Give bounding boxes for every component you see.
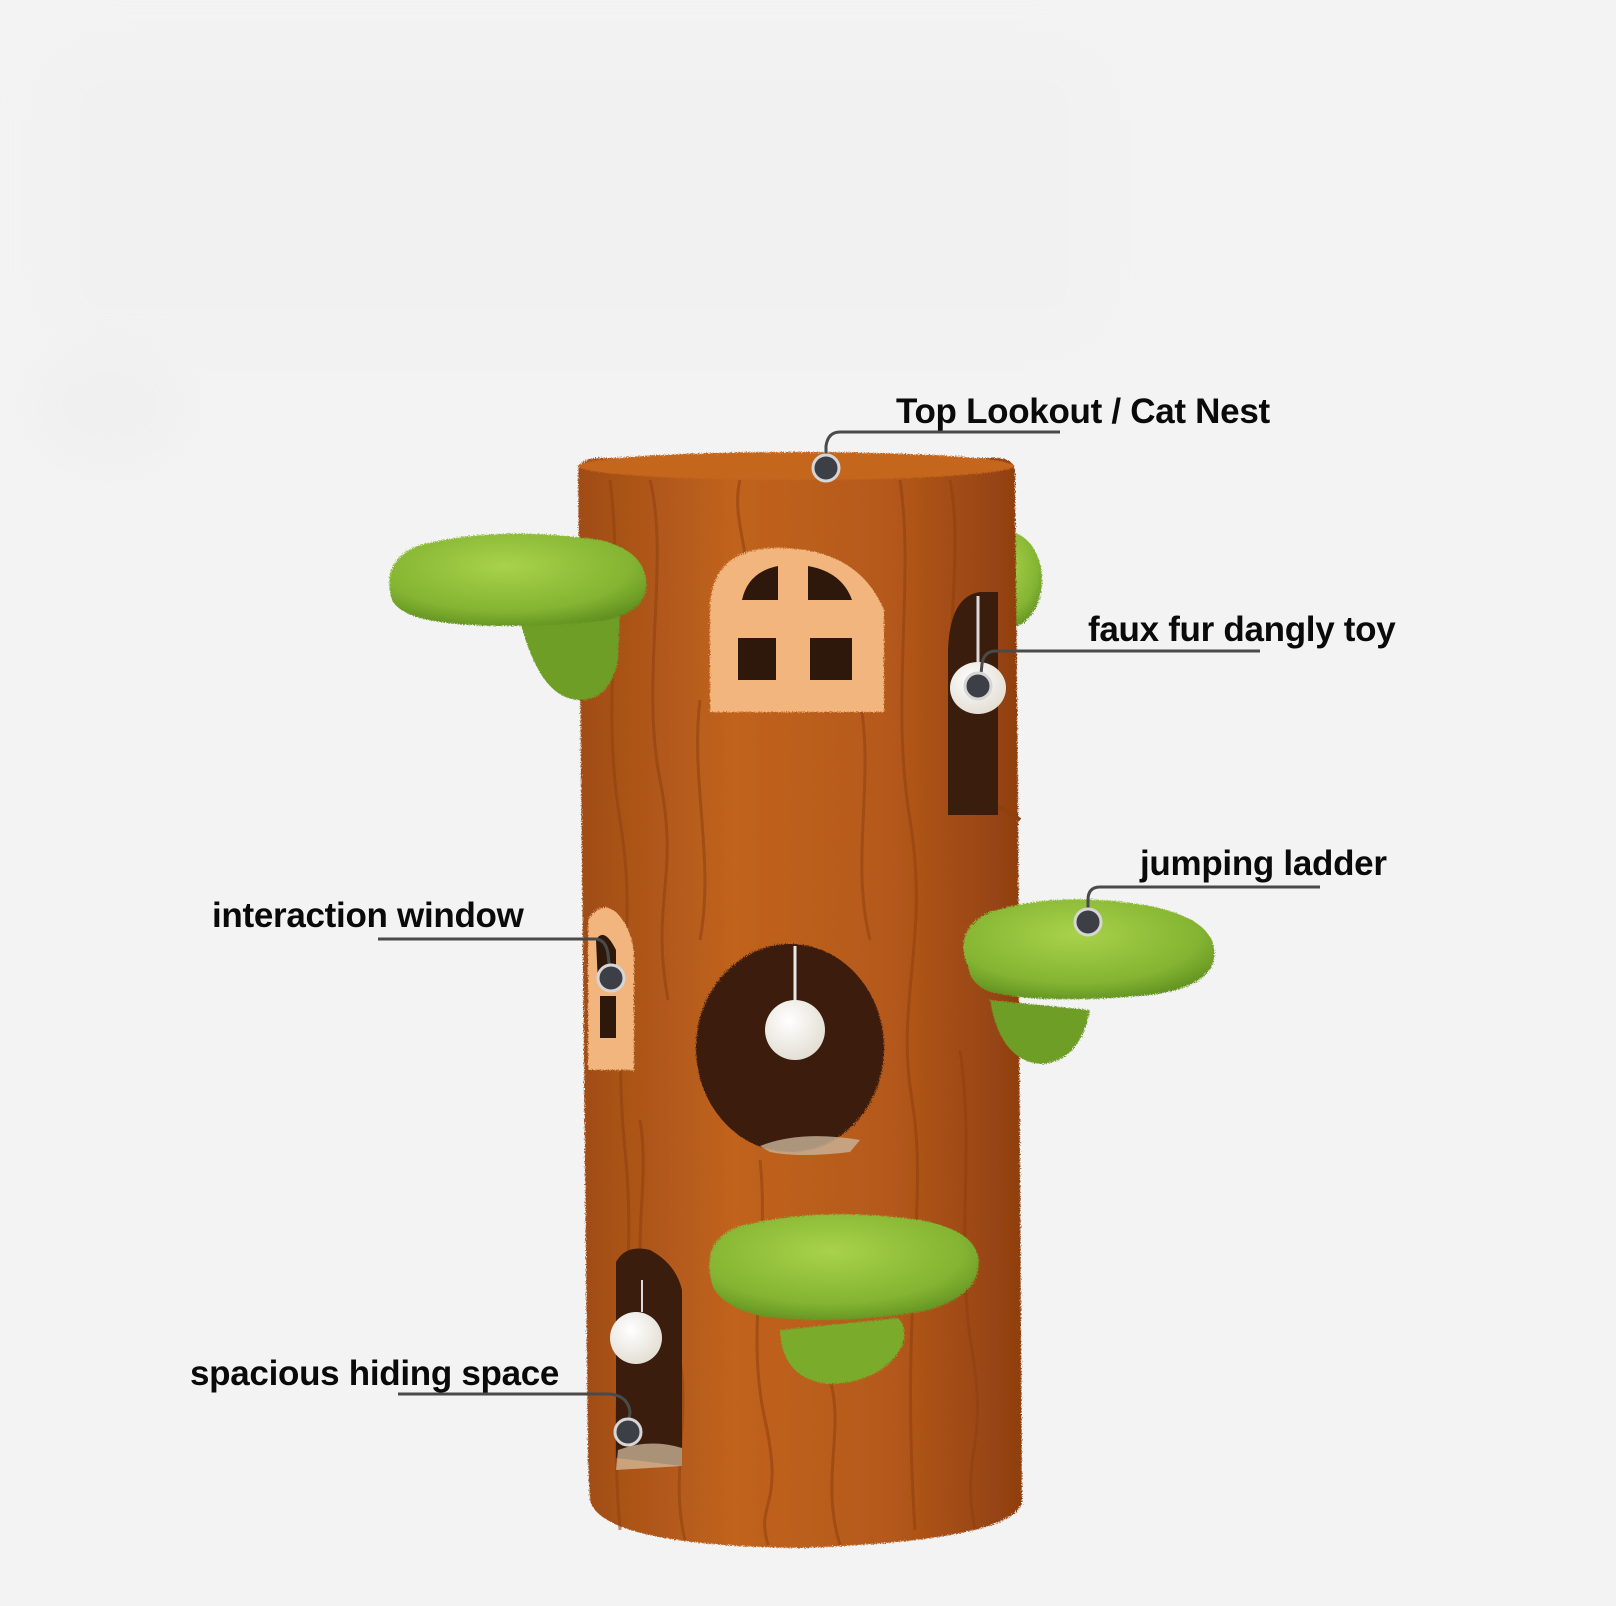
pompom-toy [610, 1312, 662, 1364]
moss-platform-top-left [389, 533, 647, 700]
moss-platform-bottom [709, 1214, 979, 1384]
marker-dot-icon [613, 1417, 643, 1447]
marker-dot-icon [1073, 907, 1103, 937]
hiding-space-opening [610, 1248, 682, 1470]
callout-dangly-toy: faux fur dangly toy [1088, 610, 1396, 649]
callout-markers [596, 453, 1103, 1447]
arched-window [710, 548, 884, 712]
pompom-toy [765, 1000, 825, 1060]
side-opening-upper [948, 592, 1006, 815]
callout-hiding-space: spacious hiding space [190, 1354, 560, 1393]
marker-dot-icon [963, 671, 993, 701]
callout-jumping-ladder: jumping ladder [1140, 844, 1387, 883]
background-smudge [40, 40, 1110, 350]
callout-top-lookout: Top Lookout / Cat Nest [896, 392, 1270, 431]
marker-dot-icon [596, 963, 626, 993]
moss-platform-jumping-ladder [963, 899, 1215, 1064]
round-opening [696, 944, 884, 1155]
marker-dot-icon [811, 453, 841, 483]
callout-interaction-window: interaction window [212, 896, 524, 935]
background-smudge [30, 340, 190, 470]
callout-leaders [378, 430, 1320, 1431]
